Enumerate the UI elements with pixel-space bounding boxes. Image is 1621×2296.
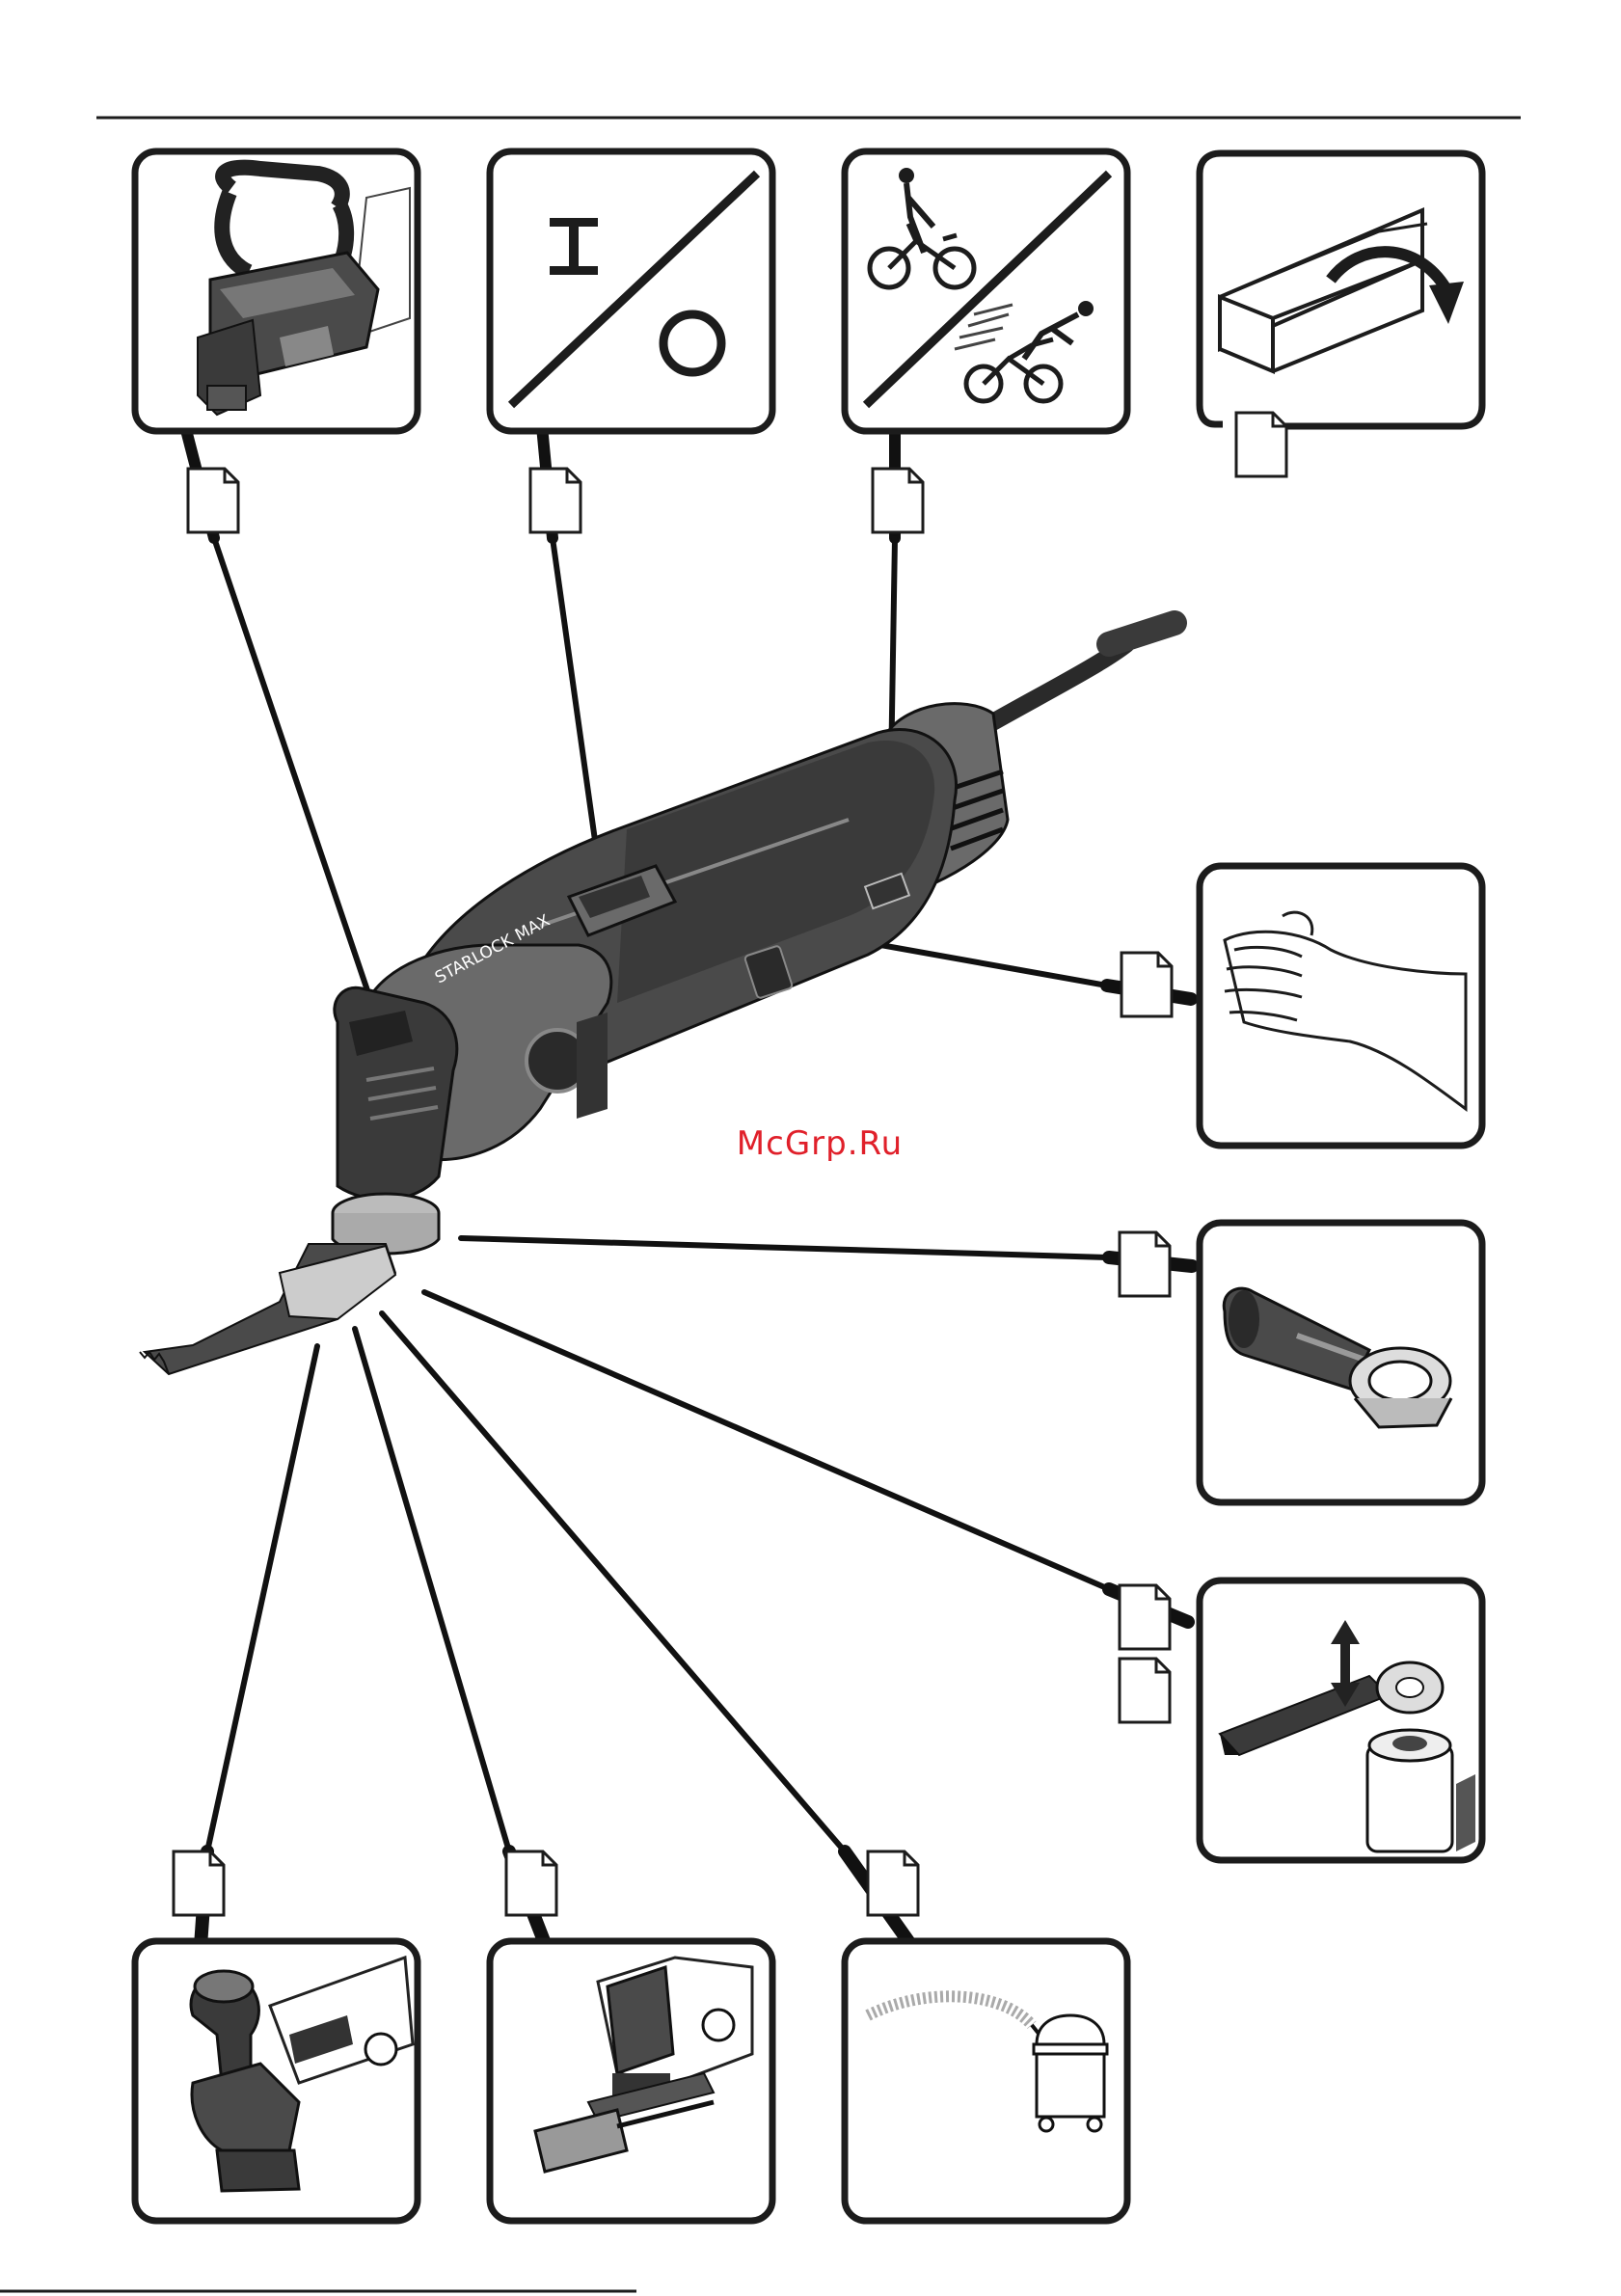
panel-on-off-switch (490, 151, 772, 431)
panel-tool-change (1200, 1580, 1482, 1860)
page-reference-icon (174, 1851, 224, 1915)
panel-depth-stop (490, 1941, 772, 2221)
page-reference-icon (868, 1851, 918, 1915)
multitool-illustration: STARLOCK MAX (140, 623, 1175, 1374)
panel-extraction-hood (135, 1941, 418, 2221)
page-reference-icon (1236, 413, 1286, 476)
page-reference-icon (873, 469, 923, 532)
watermark: McGrp.Ru (714, 1124, 926, 1163)
page-reference-icon (1120, 1232, 1170, 1296)
page-reference-icon (188, 469, 238, 532)
panel-dust-nozzle (1200, 1223, 1482, 1502)
page-reference-icon (1120, 1585, 1170, 1649)
panel-speed-selector (845, 151, 1127, 431)
panel-handle (135, 151, 418, 431)
page-reference-icon (1121, 953, 1172, 1016)
panel-packaging (1200, 153, 1482, 426)
panel-hand-grip (1200, 866, 1482, 1146)
page-reference-icon (1120, 1659, 1170, 1722)
panel-vacuum (845, 1941, 1127, 2221)
page-reference-icon (530, 469, 581, 532)
page-reference-icon (506, 1851, 556, 1915)
